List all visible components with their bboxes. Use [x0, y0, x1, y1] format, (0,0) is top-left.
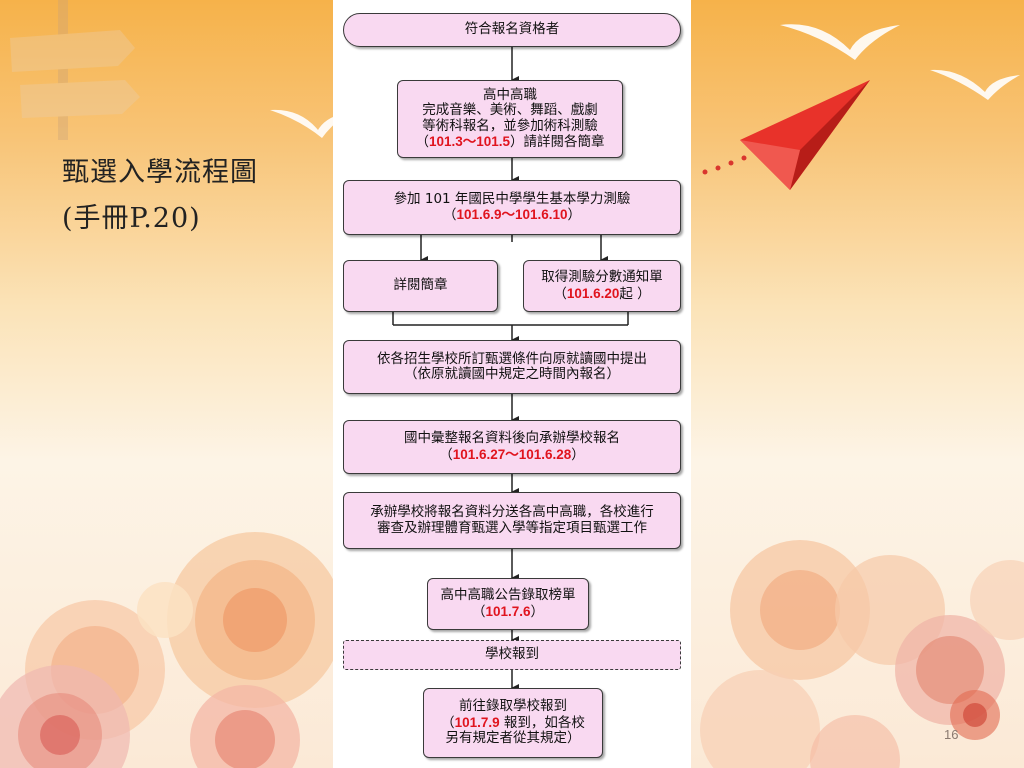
admission-list-line2: （101.7.6） [471, 603, 545, 620]
page-number: 16 [944, 727, 959, 742]
flow-step-review-selection: 承辦學校將報名資料分送各高中高職，各校進行 審查及辦理體育甄選入學等指定項目甄選… [343, 492, 681, 549]
arts-exam-line1: 高中高職 [483, 86, 537, 103]
collective-registration-line2: （101.6.27～101.6.28） [439, 446, 585, 463]
score-notice-date: 101.6.20 [566, 285, 620, 301]
collective-registration-date: 101.6.27～101.6.28 [452, 446, 572, 462]
basic-test-line2: （101.6.9～101.6.10） [442, 207, 582, 223]
apply-junior-high-line2: （依原就讀國中規定之時間內報名） [404, 366, 620, 382]
flow-step-apply-junior-high: 依各招生學校所訂甄選條件向原就讀國中提出 （依原就讀國中規定之時間內報名） [343, 340, 681, 394]
slide-title-line2: (手冊P.20) [62, 203, 201, 234]
arts-exam-date: 101.3～101.5 [428, 134, 511, 149]
signpost-illustration [10, 0, 140, 140]
read-brochure-text: 詳閱簡章 [393, 277, 448, 294]
flow-step-report-to-school: 前往錄取學校報到 （101.7.9 報到，如各校 另有規定者從其規定） [423, 688, 603, 758]
flow-step-school-checkin: 學校報到 [343, 640, 681, 670]
slide-title-line1: 甄選入學流程圖 [62, 157, 258, 188]
paper-plane-illustration [740, 80, 870, 190]
flow-step-read-brochure: 詳閱簡章 [343, 260, 498, 312]
basic-test-line1: 參加 101 年國民中學學生基本學力測驗 [393, 190, 631, 207]
flow-step-collective-registration: 國中彙整報名資料後向承辦學校報名 （101.6.27～101.6.28） [343, 420, 681, 474]
seagull-decoration [270, 24, 1020, 138]
flow-step-admission-list: 高中高職公告錄取榜單 （101.7.6） [427, 578, 589, 630]
basic-test-date: 101.6.9～101.6.10 [456, 207, 568, 222]
flow-start-text: 符合報名資格者 [464, 21, 560, 38]
report-to-school-line2: （101.7.9 報到，如各校 [441, 714, 585, 731]
arts-exam-line3: 等術科報名，並參加術科測驗 [422, 117, 598, 134]
report-to-school-date: 101.7.9 [454, 714, 500, 730]
flow-connectors [392, 47, 629, 692]
score-notice-line2: （101.6.20起 ） [553, 285, 651, 302]
apply-junior-high-line1: 依各招生學校所訂甄選條件向原就讀國中提出 [377, 350, 647, 367]
left-bubbles-decoration [0, 532, 343, 768]
flow-step-basic-test: 參加 101 年國民中學學生基本學力測驗 （101.6.9～101.6.10） [343, 180, 681, 235]
dotted-trail-decoration [702, 155, 747, 175]
slide-title: 甄選入學流程圖 (手冊P.20) [62, 150, 258, 242]
arts-exam-line4: （101.3～101.5）請詳閱各簡章 [415, 134, 605, 150]
flowchart-panel: 符合報名資格者 高中高職 完成音樂、美術、舞蹈、戲劇 等術科報名，並參加術科測驗… [333, 0, 691, 768]
collective-registration-line1: 國中彙整報名資料後向承辦學校報名 [404, 430, 620, 446]
school-checkin-text: 學校報到 [485, 646, 539, 663]
flow-step-arts-exam: 高中高職 完成音樂、美術、舞蹈、戲劇 等術科報名，並參加術科測驗 （101.3～… [397, 80, 623, 158]
arts-exam-line2: 完成音樂、美術、舞蹈、戲劇 [422, 102, 598, 118]
admission-list-line1: 高中高職公告錄取榜單 [440, 587, 576, 603]
report-to-school-line1: 前往錄取學校報到 [459, 698, 567, 715]
score-notice-line1: 取得測驗分數通知單 [541, 269, 663, 285]
admission-list-date: 101.7.6 [485, 603, 531, 619]
report-to-school-line3: 另有規定者從其規定） [445, 730, 581, 747]
review-selection-line2: 審查及辦理體育甄選入學等指定項目甄選工作 [377, 519, 647, 536]
review-selection-line1: 承辦學校將報名資料分送各高中高職，各校進行 [370, 504, 654, 520]
flow-start-node: 符合報名資格者 [343, 13, 681, 47]
flow-step-score-notice: 取得測驗分數通知單 （101.6.20起 ） [523, 260, 681, 312]
right-bubbles-decoration [700, 540, 1024, 768]
